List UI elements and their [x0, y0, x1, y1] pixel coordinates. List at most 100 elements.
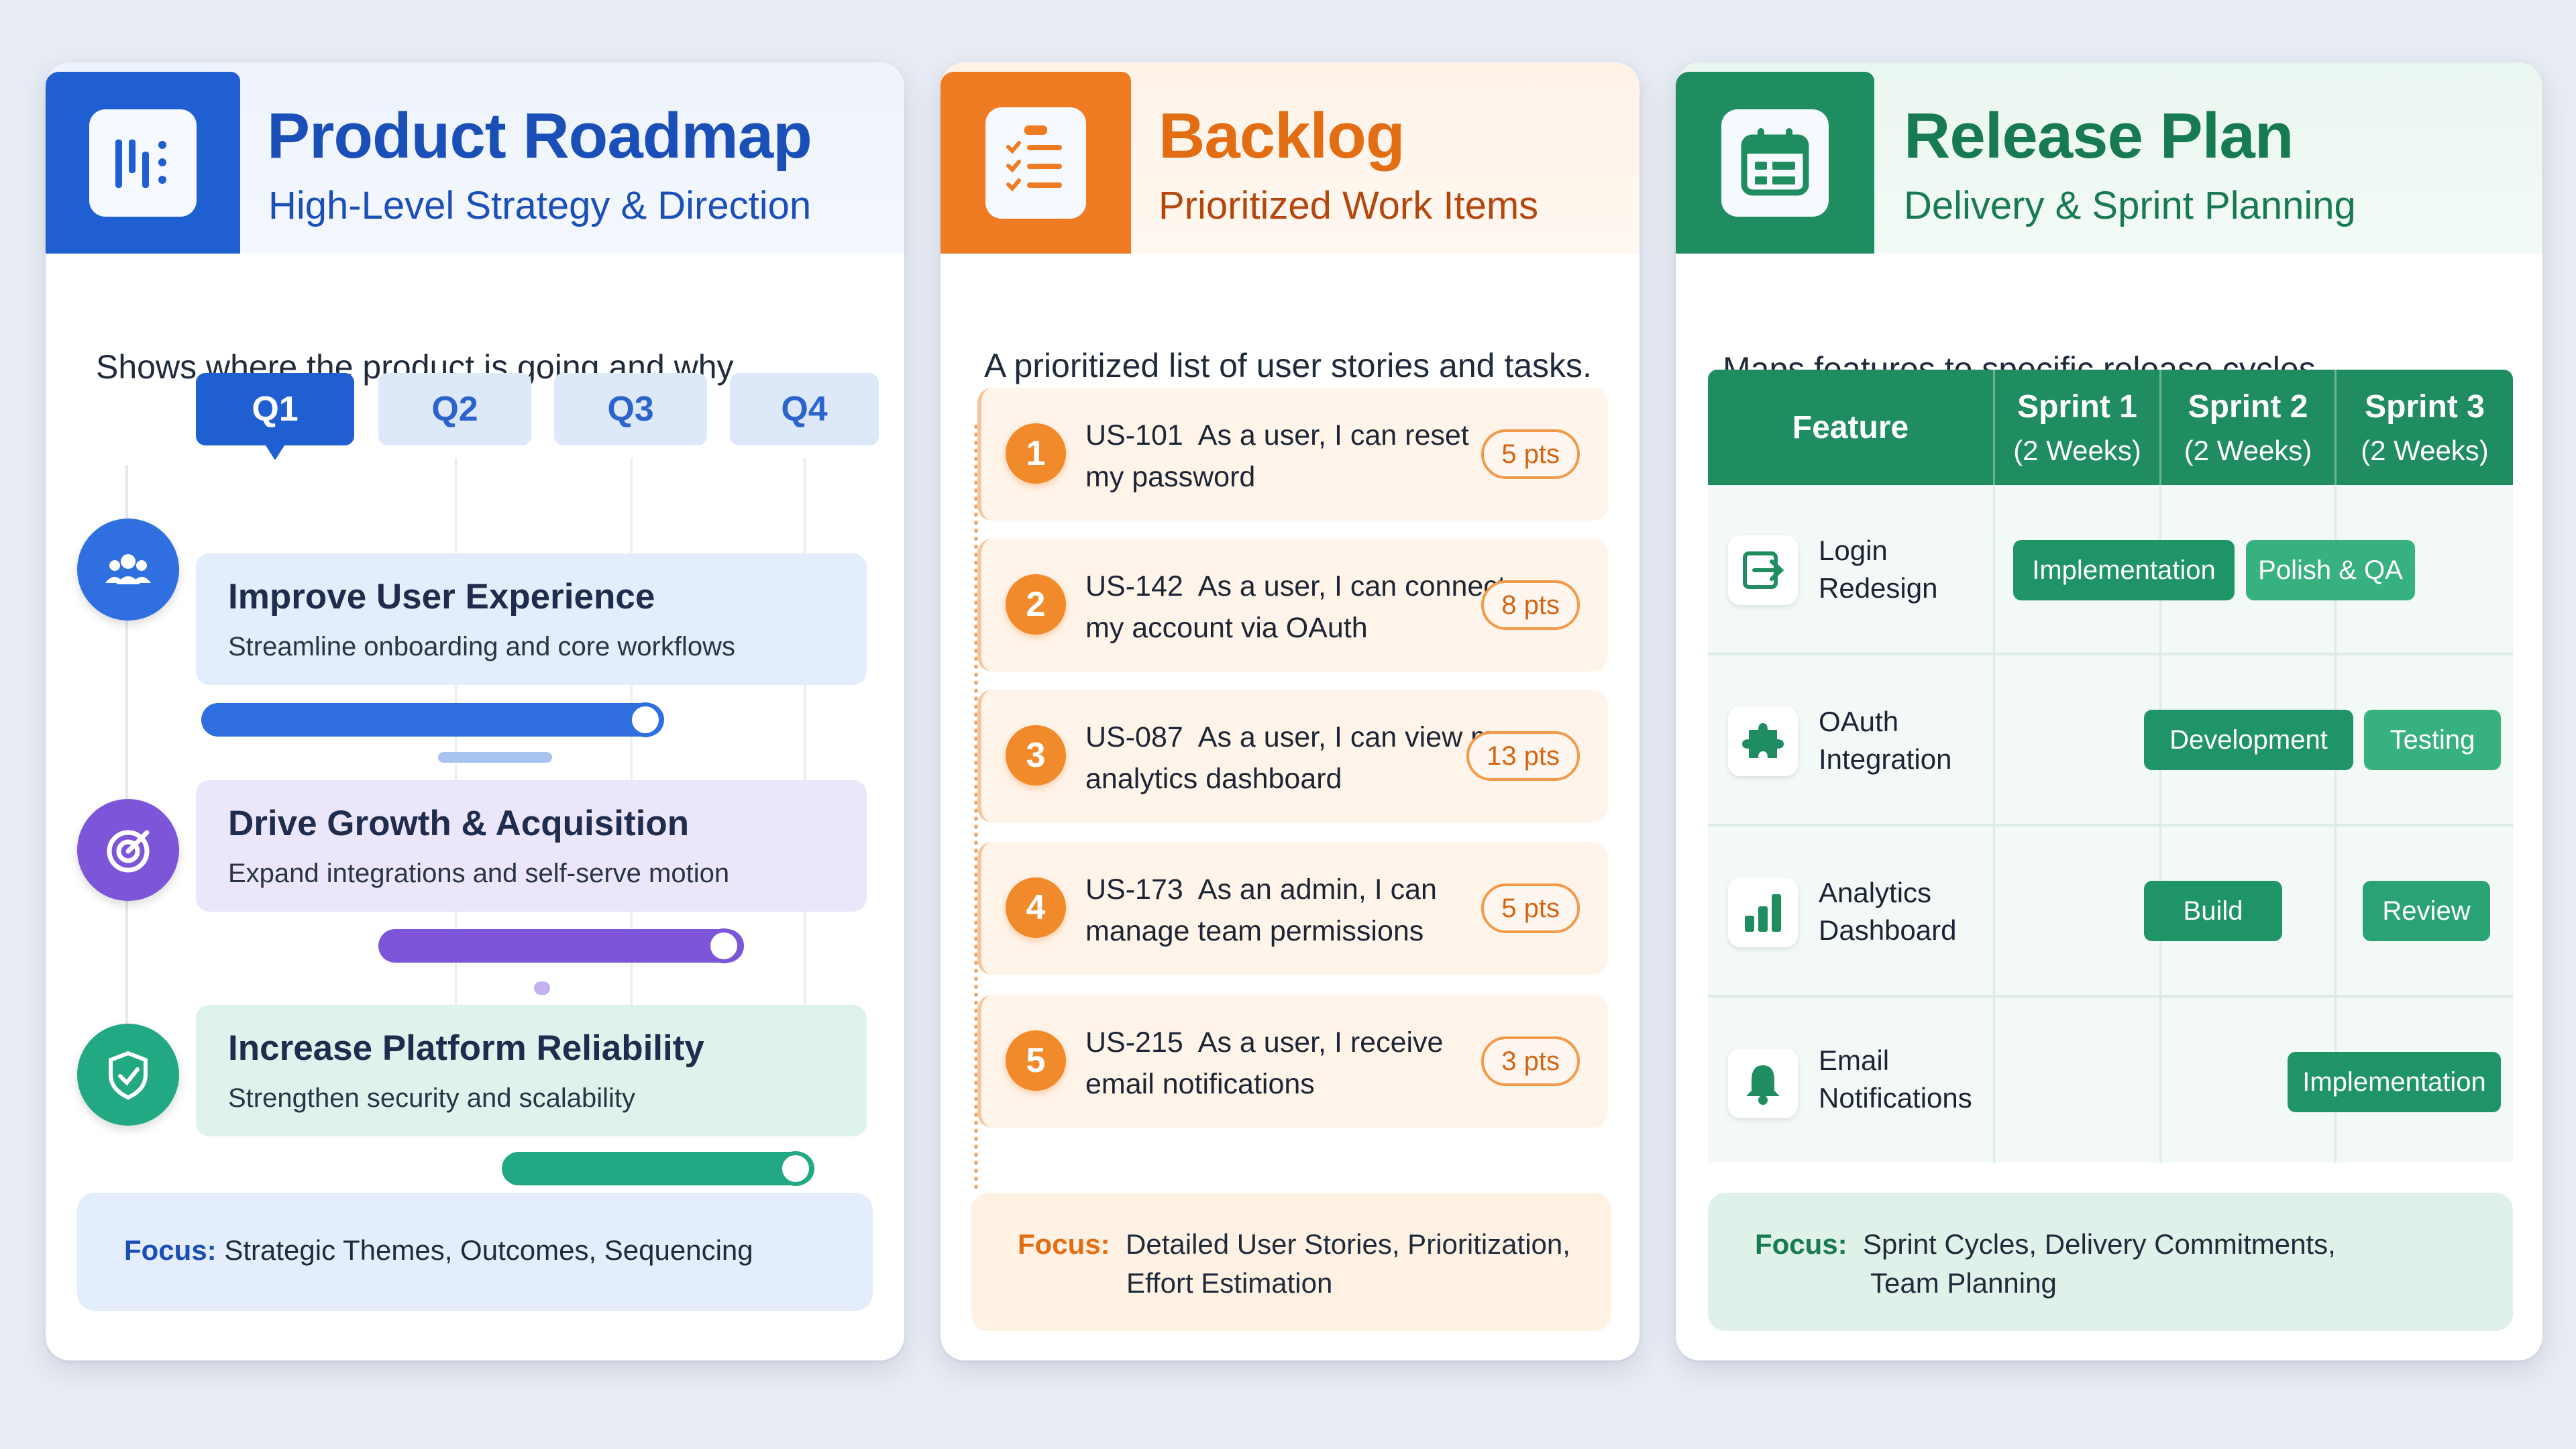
story-rank-badge: 3: [1006, 725, 1066, 786]
story-rank-badge: 2: [1006, 574, 1066, 635]
backlog-focus-box: Focus: Detailed User Stories, Prioritiza…: [971, 1193, 1611, 1331]
timeline-mini-bar: [438, 752, 552, 763]
feature-name-line: Analytics: [1819, 877, 1932, 908]
column-subtitle: (2 Weeks): [2013, 434, 2141, 466]
column-title: Sprint 2: [2188, 388, 2308, 425]
roadmap-columns-icon: [89, 109, 197, 217]
quarter-tab-q1[interactable]: Q1: [196, 373, 354, 460]
feature-name-line: Redesign: [1819, 572, 1938, 604]
column-header-feature: Feature: [1708, 370, 1993, 485]
column-divider: [2334, 370, 2337, 485]
row-line: [1708, 653, 2513, 655]
column-subtitle: (2 Weeks): [2184, 434, 2312, 466]
roadmap-title: Product Roadmap: [267, 100, 812, 172]
focus-text-line2: Team Planning: [1870, 1267, 2057, 1299]
roadmap-focus-box: Focus: Strategic Themes, Outcomes, Seque…: [77, 1193, 873, 1311]
feature-name-oauth-integration: OAuth Integration: [1819, 703, 1993, 778]
release-focus-box: Focus: Sprint Cycles, Delivery Commitmen…: [1708, 1193, 2513, 1331]
column-header-sprint-2: Sprint 2 (2 Weeks): [2161, 370, 2334, 485]
story-points-badge: 8 pts: [1481, 580, 1580, 630]
timeline-bar-handle[interactable]: [778, 1151, 813, 1186]
timeline-bar-handle[interactable]: [706, 928, 741, 963]
row-line: [1708, 995, 2513, 998]
sprint-task-pill[interactable]: Development: [2144, 710, 2353, 770]
feature-name-line: Email: [1819, 1044, 1890, 1076]
target-icon: [77, 799, 179, 901]
sprint-task-pill[interactable]: Review: [2363, 881, 2490, 941]
story-id: US-087: [1085, 721, 1183, 753]
quarter-grid-line: [631, 458, 633, 1062]
bell-icon: [1728, 1049, 1798, 1118]
theme-subtitle: Expand integrations and self-serve motio…: [228, 859, 730, 888]
column-header-sprint-3: Sprint 3 (2 Weeks): [2337, 370, 2513, 485]
feature-name-analytics-dashboard: Analytics Dashboard: [1819, 874, 1993, 949]
roadmap-timeline: [125, 465, 128, 1109]
theme-subtitle: Streamline onboarding and core workflows: [228, 632, 735, 661]
story-points-badge: 13 pts: [1466, 731, 1580, 781]
story-id: US-142: [1085, 570, 1183, 602]
story-id: US-215: [1085, 1026, 1183, 1059]
focus-text: Strategic Themes, Outcomes, Sequencing: [224, 1234, 753, 1266]
column-header-sprint-1: Sprint 1 (2 Weeks): [1995, 370, 2159, 485]
story-description: As an admin, I can manage team permissio…: [1085, 873, 1437, 947]
story-rank-badge: 1: [1006, 423, 1066, 484]
release-table-body: Login Redesign Implementation Polish & Q…: [1708, 485, 2513, 1163]
feature-name-login-redesign: Login Redesign: [1819, 532, 1993, 607]
story-id: US-101: [1085, 419, 1183, 451]
theme-card-platform-reliability: Increase Platform Reliability Strengthen…: [196, 1005, 867, 1136]
sprint-task-pill[interactable]: Testing: [2364, 710, 2501, 770]
sprint-task-pill[interactable]: Implementation: [2013, 540, 2235, 600]
backlog-title: Backlog: [1159, 100, 1405, 172]
theme-card-user-experience: Improve User Experience Streamline onboa…: [196, 553, 867, 685]
feature-name-line: Login: [1819, 535, 1888, 566]
sprint-task-pill[interactable]: Implementation: [2288, 1052, 2501, 1112]
bar-chart-icon: [1728, 877, 1798, 947]
story-description: As a user, I can reset my password: [1085, 419, 1469, 493]
column-divider: [2159, 370, 2161, 485]
login-arrow-icon: [1728, 535, 1798, 605]
sprint-task-pill[interactable]: Build: [2144, 881, 2282, 941]
quarter-grid-line: [804, 458, 806, 1062]
release-subtitle: Delivery & Sprint Planning: [1904, 184, 2356, 227]
story-description: As a user, I receive email notifications: [1085, 1026, 1444, 1100]
product-roadmap-card: Product Roadmap High-Level Strategy & Di…: [46, 62, 904, 1360]
focus-label: Focus:: [1018, 1228, 1110, 1260]
column-title: Sprint 3: [2365, 388, 2485, 425]
quarter-tab-q3[interactable]: Q3: [554, 373, 707, 445]
quarter-tab-q4[interactable]: Q4: [730, 373, 879, 445]
users-icon: [77, 519, 179, 621]
roadmap-subtitle: High-Level Strategy & Direction: [268, 184, 812, 227]
feature-name-line: OAuth: [1819, 706, 1899, 737]
backlog-icon-tab: [941, 72, 1131, 254]
row-line: [1708, 824, 2513, 826]
feature-name-line: Dashboard: [1819, 914, 1957, 946]
theme-card-growth-acquisition: Drive Growth & Acquisition Expand integr…: [196, 780, 867, 912]
timeline-bar-q1: [201, 703, 664, 737]
backlog-subtitle: Prioritized Work Items: [1159, 184, 1539, 227]
story-points-badge: 5 pts: [1481, 883, 1580, 933]
quarter-tab-q2[interactable]: Q2: [378, 373, 531, 445]
puzzle-icon: [1728, 706, 1798, 776]
timeline-mini-dot: [534, 981, 550, 995]
column-title: Sprint 1: [2017, 388, 2137, 425]
column-subtitle: (2 Weeks): [2361, 434, 2489, 466]
story-points-badge: 5 pts: [1481, 429, 1580, 479]
roadmap-icon-tab: [46, 72, 240, 254]
backlog-header: Backlog Prioritized Work Items: [941, 62, 1640, 254]
timeline-bar-handle[interactable]: [628, 702, 663, 737]
column-title: Feature: [1792, 409, 1909, 445]
backlog-description: A prioritized list of user stories and t…: [984, 347, 1592, 384]
theme-title: Increase Platform Reliability: [228, 1028, 704, 1068]
release-icon-tab: [1676, 72, 1874, 254]
sprint-task-pill[interactable]: Polish & QA: [2246, 540, 2415, 600]
checklist-icon: [985, 107, 1086, 219]
